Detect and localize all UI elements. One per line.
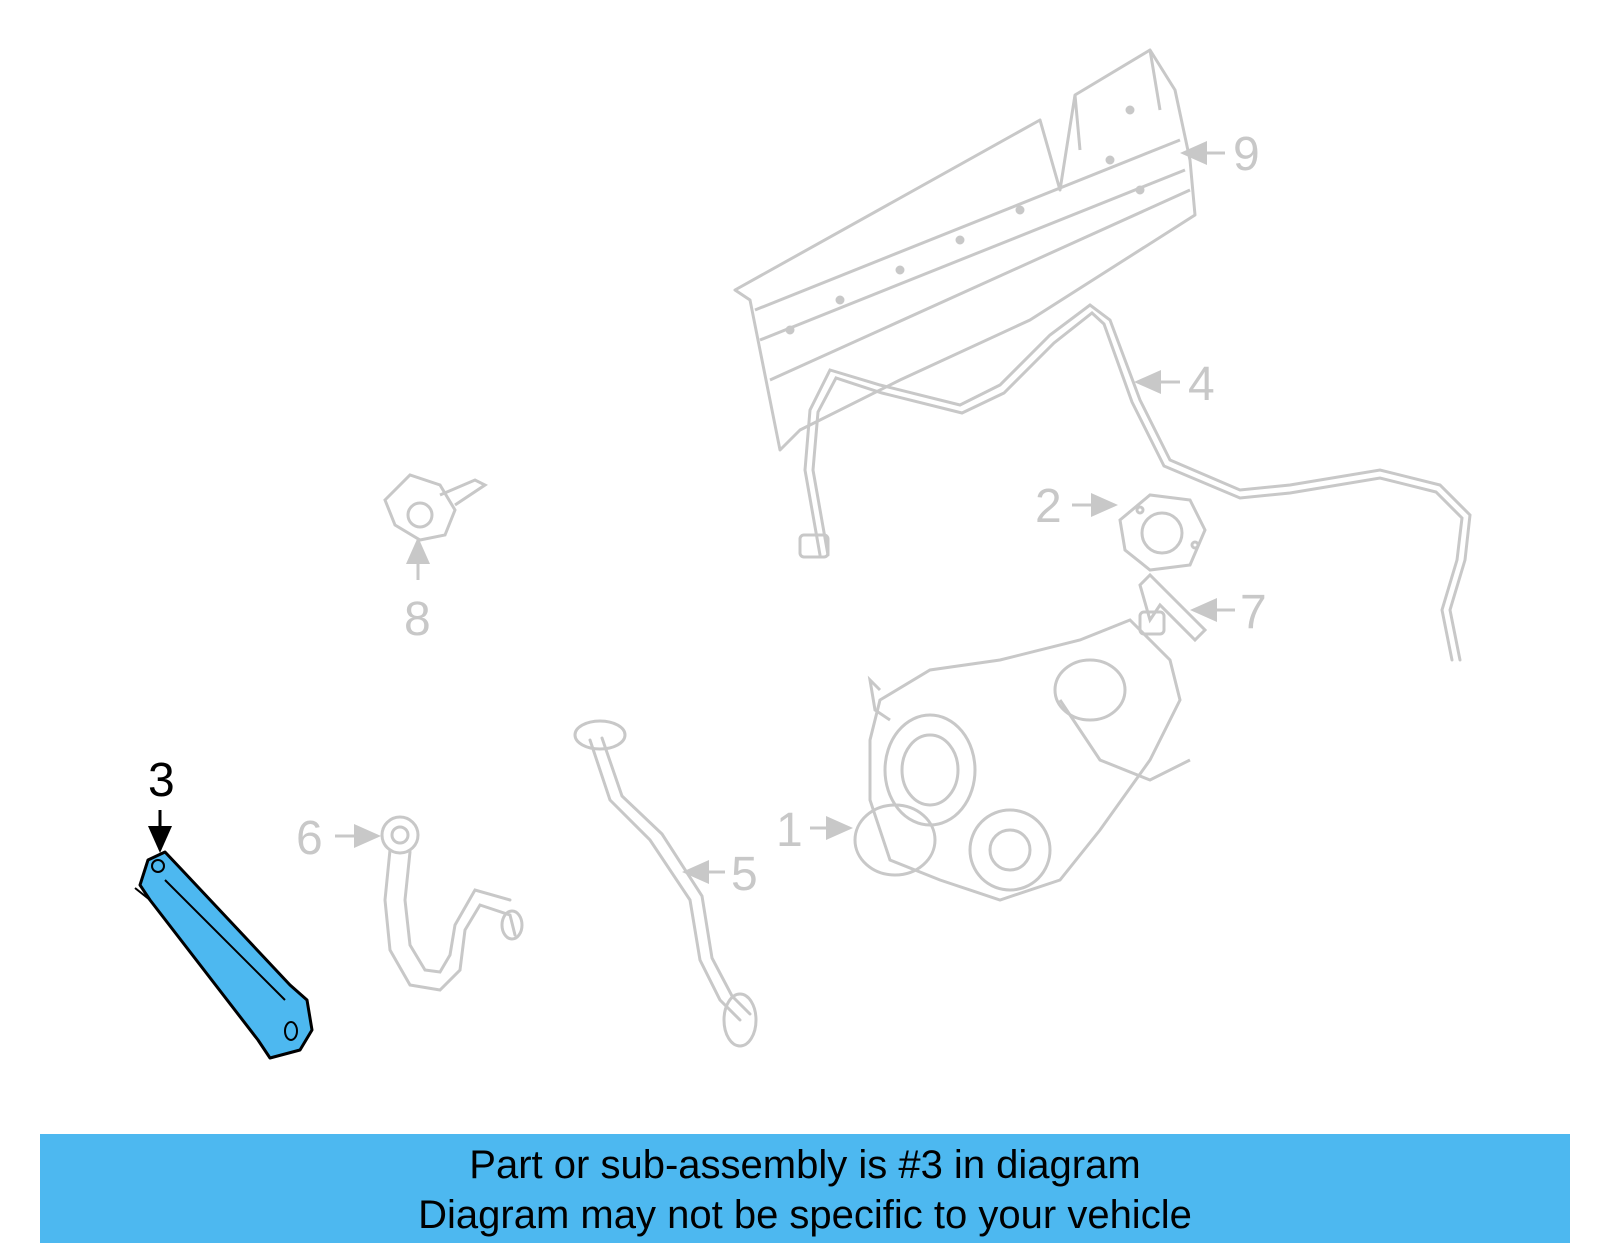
- part-8-valve[interactable]: [383, 473, 488, 542]
- banner-line-2: Diagram may not be specific to your vehi…: [418, 1193, 1192, 1237]
- info-banner: Part or sub-assembly is #3 in diagram Di…: [40, 1134, 1570, 1243]
- part-4-oil-pipe[interactable]: [798, 303, 1472, 662]
- callout-3: 3: [148, 754, 175, 807]
- callout-7: 7: [1240, 586, 1267, 639]
- part-3-bracket[interactable]: [134, 850, 314, 1060]
- callout-arrows: [148, 141, 1235, 884]
- callout-1: 1: [776, 804, 803, 857]
- part-2-gasket[interactable]: [1118, 493, 1207, 572]
- callout-2: 2: [1035, 480, 1062, 533]
- banner-line-1: Part or sub-assembly is #3 in diagram: [469, 1143, 1141, 1187]
- part-5-pipe[interactable]: [573, 719, 758, 1048]
- callout-8: 8: [404, 593, 431, 646]
- part-9-heat-shield[interactable]: [733, 48, 1197, 452]
- callout-4: 4: [1188, 358, 1215, 411]
- callout-9: 9: [1233, 128, 1260, 181]
- parts-diagram: 9 4 2 7 8 1 5 6 3: [134, 48, 1472, 1060]
- part-6-hose[interactable]: [380, 815, 524, 992]
- callout-5: 5: [731, 848, 758, 901]
- callout-6: 6: [296, 812, 323, 865]
- part-1-turbocharger[interactable]: [853, 618, 1191, 902]
- part-7-fitting[interactable]: [1138, 572, 1208, 643]
